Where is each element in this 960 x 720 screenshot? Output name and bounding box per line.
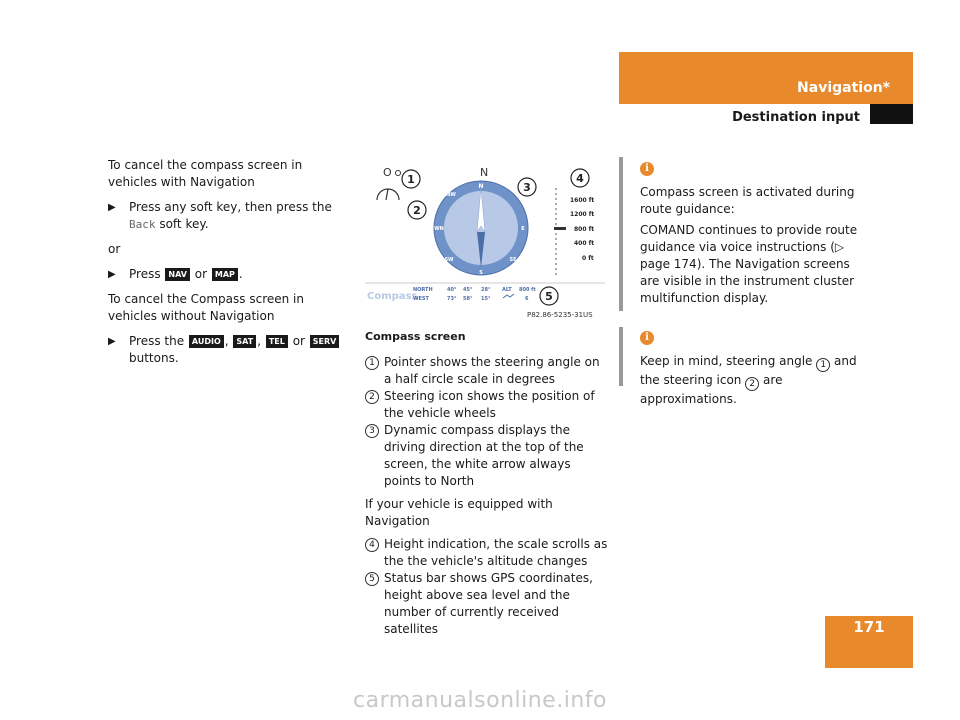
heading-arrow-icon — [477, 232, 485, 268]
sat-key: SAT — [233, 335, 257, 348]
svg-text:5: 5 — [545, 290, 553, 303]
svg-text:WN: WN — [434, 226, 444, 232]
paragraph-cancel-nav: To cancel the compass screen in vehicles… — [108, 158, 303, 189]
svg-text:WEST: WEST — [413, 296, 430, 302]
section-title: Navigation* — [797, 80, 890, 96]
header-bar — [619, 52, 913, 104]
svg-text:73°: 73° — [447, 296, 457, 302]
callout-1: 1 — [401, 169, 421, 189]
svg-text:15°: 15° — [481, 296, 491, 302]
svg-text:E: E — [521, 226, 525, 232]
alt-0: 0 ft — [582, 255, 594, 262]
svg-text:28°: 28° — [481, 287, 491, 293]
tel-key: TEL — [265, 335, 288, 348]
svg-text:2: 2 — [413, 204, 421, 217]
svg-text:SE: SE — [509, 257, 517, 263]
nav-note: If your vehicle is equipped with Navigat… — [365, 497, 553, 528]
svg-text:NE: NE — [509, 183, 517, 189]
svg-text:ALT: ALT — [502, 287, 512, 293]
callout-3: 3 — [517, 177, 537, 197]
page-number: 171 — [853, 618, 885, 636]
or-text: or — [108, 242, 121, 256]
svg-text:800 ft: 800 ft — [519, 287, 536, 293]
callout-4: 4 — [570, 168, 590, 188]
info-bar-2 — [619, 327, 623, 386]
svg-text:S: S — [479, 270, 483, 276]
audio-key: AUDIO — [188, 335, 224, 348]
svg-text:58°: 58° — [463, 296, 473, 302]
info-bar-1 — [619, 157, 623, 311]
page-number-box — [825, 616, 913, 668]
compass-dial: N NE E SE S SW WN NW — [433, 180, 529, 276]
info-icon: i — [640, 331, 654, 345]
status-bar: Compass NORTH WEST 40° 45° 28° 73° 58° 1… — [367, 287, 536, 302]
svg-text:6: 6 — [525, 296, 529, 302]
list-item: 1 Pointer shows the steering angle on a … — [365, 354, 610, 388]
alt-800: 800 ft — [574, 226, 594, 233]
north-arrow-icon — [476, 187, 486, 233]
steering-icon: O — [376, 166, 401, 201]
bullet-soft-key: ▶ Press any soft key, then press the Bac… — [108, 200, 332, 231]
list-item: 4 Height indication, the scale scrolls a… — [365, 536, 610, 570]
svg-text:NORTH: NORTH — [413, 287, 433, 293]
info-box-2: i Keep in mind, steering angle 1 and the… — [640, 331, 857, 406]
list-item: 2 Steering icon shows the position of th… — [365, 388, 610, 422]
column-instructions: To cancel the compass screen in vehicles… — [108, 157, 353, 375]
info-icon: i — [640, 162, 654, 176]
list-item: 3 Dynamic compass displays the driving d… — [365, 422, 610, 490]
callout-5: 5 — [539, 286, 559, 306]
svg-text:1: 1 — [407, 173, 415, 186]
info-box-1: i Compass screen is activated during rou… — [640, 162, 858, 305]
arrow-icon: ▶ — [108, 202, 116, 213]
nav-key: NAV — [165, 268, 190, 281]
svg-text:45°: 45° — [463, 287, 473, 293]
svg-text:40°: 40° — [447, 287, 457, 293]
map-key: MAP — [211, 268, 238, 281]
svg-text:SW: SW — [444, 257, 454, 263]
arrow-icon: ▶ — [108, 269, 116, 280]
north-label: N — [480, 166, 488, 179]
figure-id: P82.86-5235-31US — [527, 311, 593, 319]
figure-caption: Compass screen — [365, 330, 466, 343]
soft-key-label: Back — [129, 218, 156, 231]
watermark: carmanualsonline.info — [353, 688, 607, 713]
svg-text:4: 4 — [576, 172, 584, 185]
svg-text:O: O — [383, 166, 392, 179]
header-tab — [870, 104, 913, 124]
compass-word: Compass — [367, 291, 417, 302]
svg-text:N: N — [478, 183, 483, 190]
paragraph-cancel-no-nav: To cancel the Compass screen in vehicles… — [108, 292, 304, 323]
callout-2: 2 — [407, 200, 427, 220]
alt-1200: 1200 ft — [570, 211, 594, 218]
column-legend: 1 Pointer shows the steering angle on a … — [365, 354, 610, 638]
svg-text:3: 3 — [523, 181, 531, 194]
list-item: 5 Status bar shows GPS coordinates, heig… — [365, 570, 610, 638]
subsection-title: Destination input — [732, 110, 860, 125]
bullet-nav-map: ▶ Press NAV or MAP. — [108, 267, 243, 281]
svg-text:NW: NW — [446, 192, 456, 198]
compass-screen-figure: O 1 2 3 4 5 N N NE E SE S SW WN NW — [365, 166, 605, 306]
alt-400: 400 ft — [574, 240, 594, 247]
altitude-scale: 1600 ft 1200 ft 800 ft 400 ft 0 ft — [554, 188, 594, 276]
serv-key: SERV — [309, 335, 340, 348]
arrow-icon: ▶ — [108, 336, 116, 347]
satellite-icon — [502, 293, 515, 299]
alt-1600: 1600 ft — [570, 197, 594, 204]
